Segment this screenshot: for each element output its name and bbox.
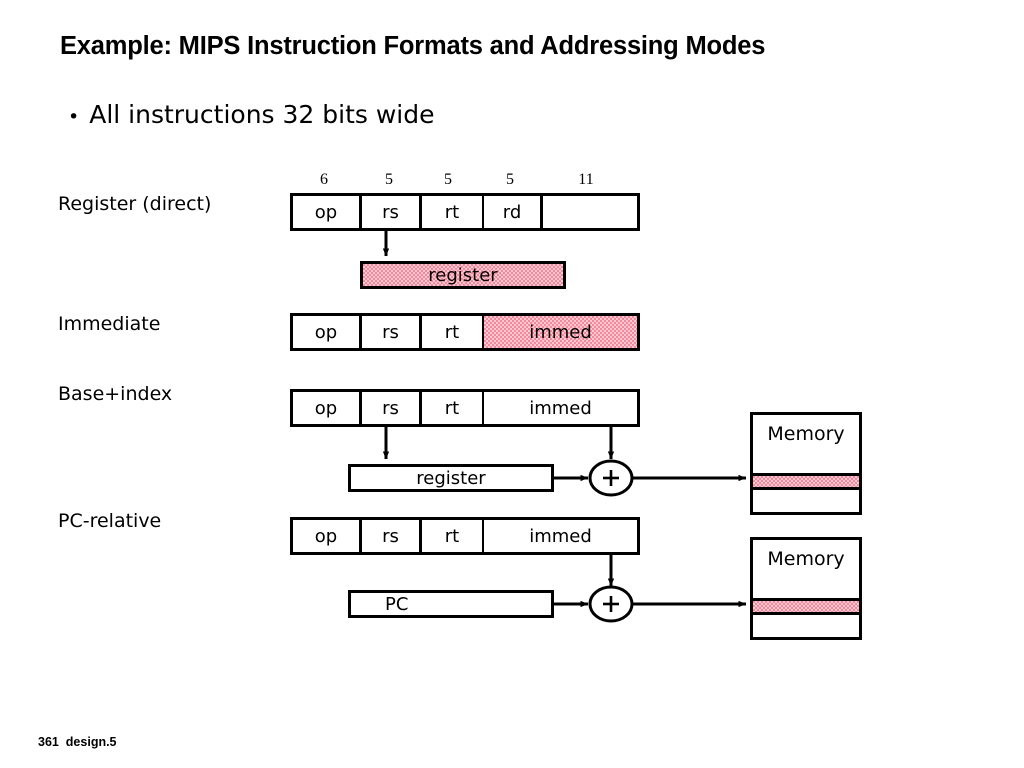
field-rs: rs [359, 520, 419, 552]
field-rd: rd [482, 196, 540, 228]
field-op: op [293, 196, 359, 228]
page-title: Example: MIPS Instruction Formats and Ad… [60, 32, 766, 60]
adder-circle-pc-relative [588, 585, 634, 623]
adder-circle-base-index [588, 459, 634, 497]
row-label-immediate: Immediate [58, 313, 161, 335]
memory-row-highlighted [753, 473, 859, 490]
row-label-base-index: Base+index [58, 383, 173, 405]
field-rs: rs [359, 196, 419, 228]
bit-width-rt: 5 [444, 171, 452, 188]
bullet-item: • All instructions 32 bits wide [68, 100, 435, 129]
field-immed: immed [482, 316, 637, 348]
field-op: op [293, 392, 359, 424]
bullet-label: All instructions 32 bits wide [89, 100, 435, 129]
memory-row-footer [753, 615, 859, 637]
pc-box: PC [348, 590, 554, 618]
memory-block-base-index: Memory [750, 412, 862, 515]
register-box-base-index: register [348, 464, 554, 492]
field-op: op [293, 520, 359, 552]
field-rt: rt [419, 392, 482, 424]
instruction-word-register-direct: op rs rt rd [290, 193, 640, 231]
field-rt: rt [419, 196, 482, 228]
slide-footer: 361 design.5 [38, 735, 117, 749]
memory-row-highlighted [753, 598, 859, 615]
memory-block-pc-relative: Memory [750, 537, 862, 640]
field-rs: rs [359, 392, 419, 424]
register-box-direct: register [360, 261, 566, 289]
field-rt: rt [419, 520, 482, 552]
memory-row-footer [753, 490, 859, 512]
instruction-word-immediate: op rs rt immed [290, 313, 640, 351]
field-unused [540, 196, 637, 228]
field-immed: immed [482, 520, 637, 552]
row-label-pc-relative: PC-relative [58, 510, 162, 532]
field-rs: rs [359, 316, 419, 348]
memory-row-blank [753, 453, 859, 473]
bit-width-funct: 11 [578, 171, 594, 188]
bit-width-rd: 5 [506, 171, 514, 188]
row-label-register-direct: Register (direct) [58, 193, 212, 215]
field-rt: rt [419, 316, 482, 348]
field-op: op [293, 316, 359, 348]
bit-width-op: 6 [320, 171, 328, 188]
field-immed: immed [482, 392, 637, 424]
memory-title: Memory [767, 423, 845, 445]
memory-row-blank [753, 578, 859, 598]
instruction-word-pc-relative: op rs rt immed [290, 517, 640, 555]
instruction-word-base-index: op rs rt immed [290, 389, 640, 427]
bullet-marker-icon: • [68, 106, 80, 128]
bit-width-rs: 5 [385, 171, 393, 188]
memory-title: Memory [767, 548, 845, 570]
